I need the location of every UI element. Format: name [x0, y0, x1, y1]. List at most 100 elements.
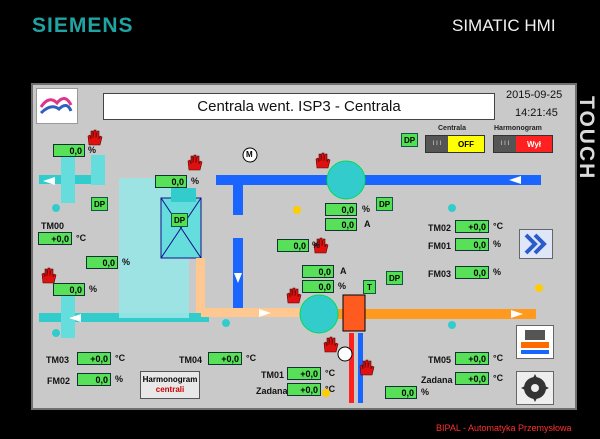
label-zadana-right: Zadana	[421, 375, 453, 385]
sensor-tm05	[448, 321, 456, 329]
value-display: 0,0	[86, 256, 118, 269]
sensor-zadana	[322, 389, 330, 397]
aquapark-logo	[36, 88, 78, 124]
heater-coil	[342, 294, 366, 332]
unit-pct: %	[421, 387, 430, 397]
page-title: Centrala went. ISP3 - Centrala	[103, 93, 495, 120]
unit-deg: °C	[246, 353, 257, 363]
motor-valve	[242, 147, 258, 163]
arrow-icon	[509, 176, 521, 184]
label-tm05: TM05	[428, 355, 452, 365]
gear-icon	[521, 374, 549, 402]
siemens-logo: SIEMENS	[32, 14, 134, 37]
label-tm04: TM04	[179, 355, 203, 365]
zadana-right-value[interactable]: +0,0	[455, 372, 489, 385]
value-display: 0,0	[277, 239, 309, 252]
exhaust-fan	[326, 160, 366, 200]
dp-indicator: DP	[401, 133, 418, 147]
dp-indicator: DP	[386, 271, 403, 285]
manual-hand-icon[interactable]	[184, 152, 204, 172]
value-display: 0,0	[53, 144, 85, 157]
touch-label: TOUCH	[575, 96, 598, 181]
supply-fan-amp: 0,0	[302, 265, 334, 278]
manual-hand-icon[interactable]	[38, 265, 58, 285]
unit-pct: %	[88, 145, 97, 155]
unit-pct: %	[122, 257, 131, 267]
harmonogram-line1: Harmonogram	[142, 375, 198, 384]
fm01-value: 0,0	[455, 238, 489, 251]
label-zadana-left: Zadana	[256, 386, 288, 396]
label-fm02: FM02	[47, 376, 71, 386]
manual-hand-icon[interactable]	[320, 334, 340, 354]
sensor-tm04	[222, 319, 230, 327]
harmonogram-line2: centrali	[155, 385, 185, 394]
thermostat-indicator: T	[363, 280, 376, 294]
arrow-icon	[69, 314, 81, 322]
pipe-diagram	[39, 147, 543, 403]
centrala-switch[interactable]: I I I OFF	[425, 135, 485, 153]
supply-duct-out	[331, 309, 536, 319]
manual-hand-icon[interactable]	[312, 150, 332, 170]
centrala-state: OFF	[448, 136, 484, 152]
dp-indicator: DP	[376, 197, 393, 211]
fm02-value: 0,0	[77, 373, 111, 386]
motor-label: M	[246, 150, 253, 159]
label-fm03: FM03	[428, 269, 452, 279]
unit-deg: °C	[325, 384, 336, 394]
unit-pct: %	[338, 281, 347, 291]
unit-deg: °C	[493, 353, 504, 363]
unit-deg: °C	[325, 368, 336, 378]
device-name: SIMATIC HMI	[452, 16, 556, 35]
switch-off-segment: I I I	[426, 136, 448, 152]
label-tm00: TM00	[41, 221, 65, 231]
sensor-tm02	[448, 204, 456, 212]
centrala-switch-label: Centrala	[438, 125, 467, 132]
switch-off-segment: I I I	[494, 136, 516, 152]
tm00-value: +0,0	[38, 232, 72, 245]
label-tm03: TM03	[46, 355, 70, 365]
unit-amp: A	[340, 266, 347, 276]
arrow-icon	[234, 273, 242, 283]
exhaust-fan-amp: 0,0	[325, 218, 357, 231]
exhaust-riser	[233, 175, 243, 215]
dp-indicator: DP	[91, 197, 108, 211]
unit-deg: °C	[76, 233, 87, 243]
unit-pct: %	[362, 204, 371, 214]
heating-screen-button[interactable]	[516, 325, 554, 359]
zadana-left-value[interactable]: +0,0	[287, 383, 321, 396]
value-display: 0,0	[155, 175, 187, 188]
manual-hand-icon[interactable]	[310, 235, 330, 255]
supply-fan-pct: 0,0	[302, 280, 334, 293]
sensor-tm03	[52, 329, 60, 337]
dp-indicator: DP	[171, 213, 188, 227]
unit-deg: °C	[493, 373, 504, 383]
pump	[337, 346, 353, 362]
unit-deg: °C	[493, 221, 504, 231]
settings-button[interactable]	[516, 371, 554, 405]
exhaust-fan-pct: 0,0	[325, 203, 357, 216]
next-screen-button[interactable]	[519, 229, 553, 259]
manual-hand-icon[interactable]	[356, 357, 376, 377]
supply-damper	[61, 293, 75, 338]
manual-hand-icon[interactable]	[283, 285, 303, 305]
double-chevron-right-icon	[524, 233, 547, 255]
arrow-icon	[511, 310, 523, 318]
arrow-icon	[43, 177, 55, 185]
label-fm01: FM01	[428, 241, 452, 251]
unit-pct: %	[89, 284, 98, 294]
harmonogram-switch[interactable]: I I I Wył	[493, 135, 553, 153]
exhaust-duct	[216, 175, 541, 185]
date-display: 2015-09-25	[506, 89, 563, 101]
unit-pct: %	[493, 239, 502, 249]
label-tm01: TM01	[261, 370, 285, 380]
unit-deg: °C	[115, 353, 126, 363]
tm02-value: +0,0	[455, 220, 489, 233]
footer-credit: BIPAL - Automatyka Przemysłowa	[436, 423, 572, 433]
time-display: 14:21:45	[515, 107, 558, 119]
manual-hand-icon[interactable]	[84, 127, 104, 147]
harmonogram-switch-label: Harmonogram	[494, 125, 542, 132]
supply-riser	[196, 258, 205, 313]
hot-water-supply	[349, 333, 354, 403]
harmonogram-state: Wył	[516, 136, 552, 152]
harmonogram-centrali-button[interactable]: Harmonogram centrali	[140, 371, 200, 399]
